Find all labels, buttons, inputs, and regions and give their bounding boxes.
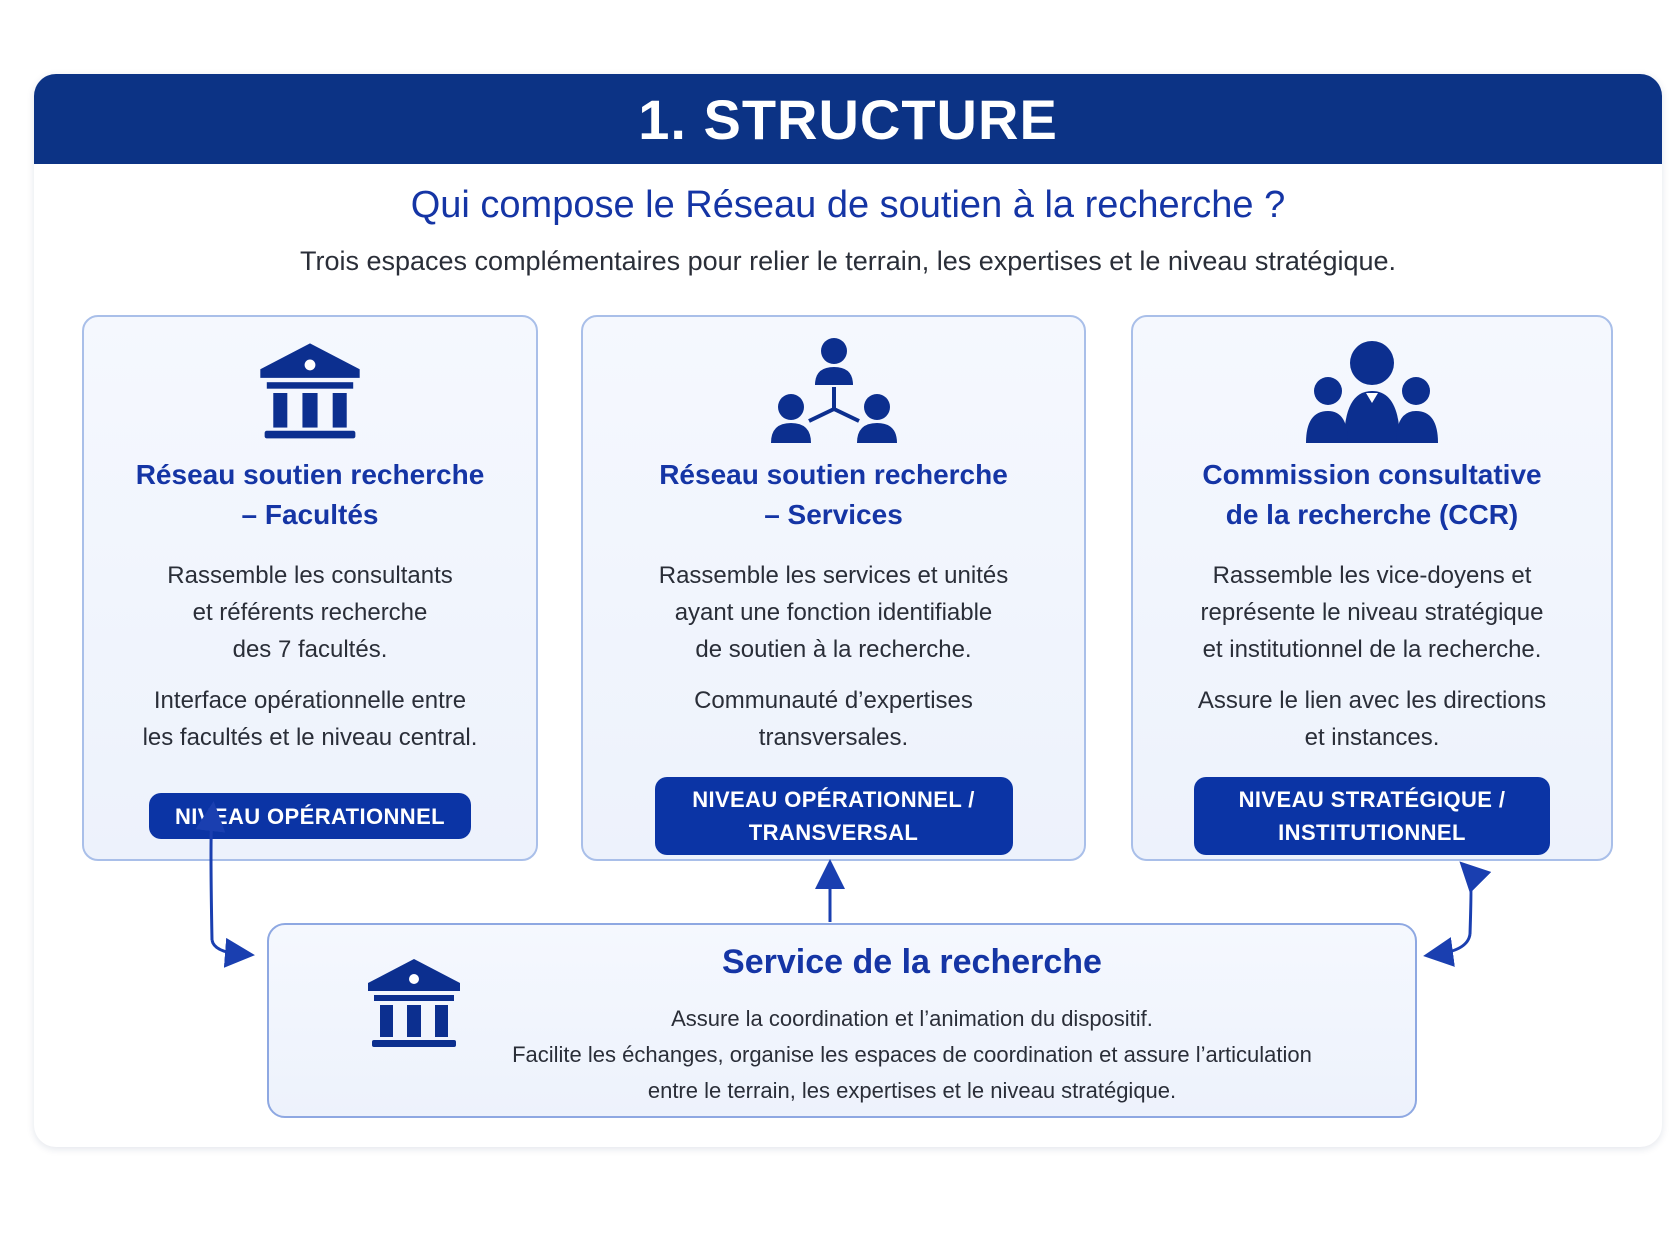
level-badge: NIVEAU OPÉRATIONNEL / TRANSVERSAL [654,777,1013,855]
card-text-line: Communauté d’expertises [694,687,973,714]
card-text-line: ayant une fonction identifiable [674,599,993,626]
bottom-text-line: Facilite les échanges, organise les espa… [512,1042,1312,1067]
arrow-left [195,801,226,941]
card-services: Réseau soutien recherche – Services Rass… [581,315,1086,861]
card-title-line: Réseau soutien recherche [135,459,485,490]
arrow-right [1459,861,1492,935]
level-badge: NIVEAU STRATÉGIQUE / INSTITUTIONNEL [1194,777,1550,855]
card-text-line: et référents recherche [192,599,428,626]
card-text-line: représente le niveau stratégique [1200,599,1544,626]
network-people-icon [769,335,899,452]
card-text-line: de soutien à la recherche. [695,636,972,663]
badge-label: NIVEAU OPÉRATIONNEL / [692,787,975,812]
card-title-line: – Facultés [241,499,379,530]
card-description: Rassemble les vice-doyens et représente … [1143,557,1601,770]
card-title-line: de la recherche (CCR) [1225,499,1519,530]
subtitle: Qui compose le Réseau de soutien à la re… [410,184,1286,226]
card-title-line: Réseau soutien recherche [659,459,1008,490]
card-text-line: Assure le lien avec les directions [1197,687,1547,714]
card-text-line: et institutionnel de la recherche. [1202,636,1542,663]
section-title: 1. STRUCTURE [638,87,1058,151]
card-text-line: Rassemble les consultants [167,562,453,589]
connector-arrows [195,801,1492,968]
structure-panel: 1. STRUCTURE Qui compose le Réseau de so… [34,74,1662,1147]
card-ccr: Commission consultative de la recherche … [1131,315,1613,861]
card-title-line: Commission consultative [1202,459,1542,490]
badge-label: TRANSVERSAL [748,820,919,845]
bottom-title: Service de la recherche [722,943,1102,981]
card-title: Réseau soutien recherche – Services [593,455,1074,535]
card-description: Rassemble les services et unités ayant u… [593,557,1074,770]
card-text-line: Interface opérationnelle entre [153,687,467,714]
card-text-line: des 7 facultés. [232,636,388,663]
badge-label: NIVEAU STRATÉGIQUE / [1238,787,1506,812]
intro-text: Trois espaces complémentaires pour relie… [299,246,1397,276]
group-people-icon [1306,341,1438,450]
card-text-line: et instances. [1304,724,1440,751]
card-text-line: Rassemble les vice-doyens et [1212,562,1532,589]
card-title-line: – Services [764,499,903,530]
card-text-line: transversales. [758,724,909,751]
section-header: 1. STRUCTURE [34,74,1662,164]
card-description: Rassemble les consultants et référents r… [94,557,526,770]
badge-label: INSTITUTIONNEL [1278,820,1466,845]
bottom-description: Assure la coordination et l’animation du… [449,1001,1375,1109]
card-text-line: Rassemble les services et unités [658,562,1009,589]
card-title: Réseau soutien recherche – Facultés [94,455,526,535]
card-title: Commission consultative de la recherche … [1143,455,1601,535]
bottom-text-line: entre le terrain, les expertises et le n… [647,1078,1177,1103]
bottom-text-line: Assure la coordination et l’animation du… [671,1006,1153,1031]
service-recherche-box: Service de la recherche Assure la coordi… [267,923,1417,1118]
card-text-line: les facultés et le niveau central. [142,724,478,751]
